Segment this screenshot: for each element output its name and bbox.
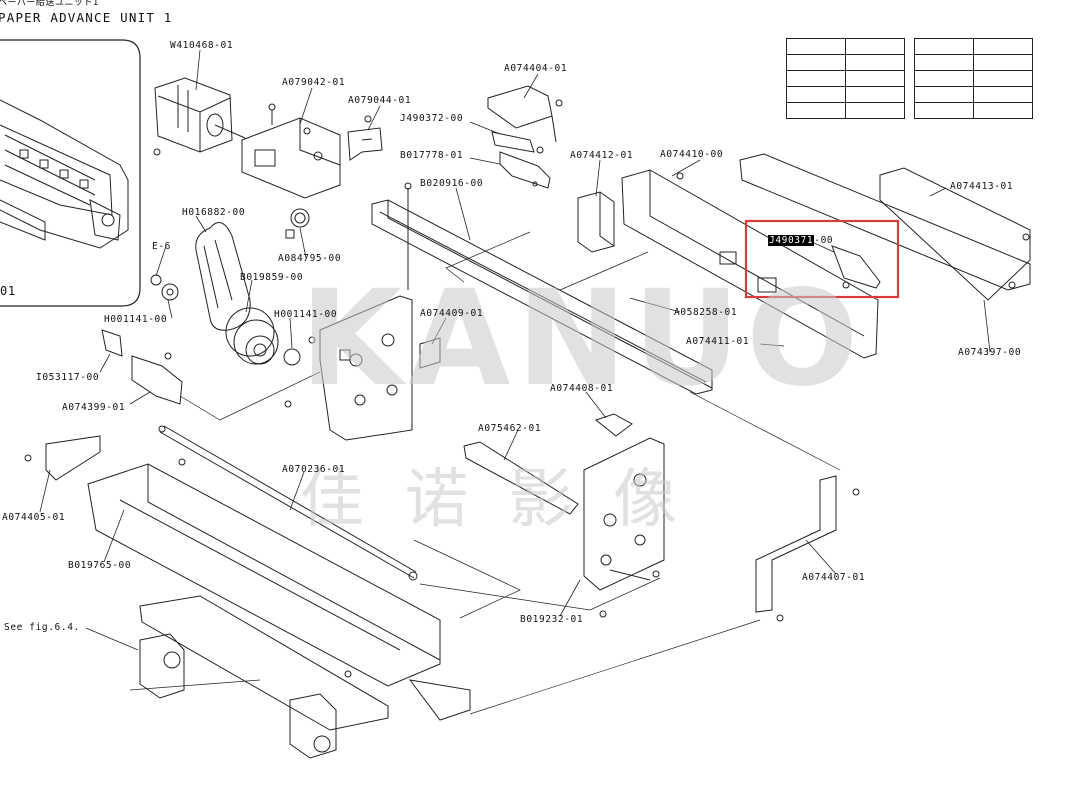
highlight-box [744,219,900,299]
top-plate [487,85,557,143]
sensor-plate [491,131,535,153]
small-box [577,191,615,253]
part-label: B017778-01 [400,150,464,161]
stepper-motor [153,77,246,156]
page-title: PAPER ADVANCE UNIT 1 [0,10,173,25]
part-label: A074412-01 [570,150,634,161]
highlighted-part-suffix: -00 [814,235,834,246]
lower-subassembly [139,595,389,759]
highlighted-part-label: J490371-00 [768,235,833,246]
part-label: A074411-01 [686,336,750,347]
part-label: I053117-00 [36,372,100,383]
gear-pulley [225,307,279,365]
part-label: H016882-00 [182,207,246,218]
bracket-clip [594,413,633,437]
part-label: B020916-00 [420,178,484,189]
part-label: H001141-00 [274,309,338,320]
left-side-plate [284,295,441,441]
part-label: A074407-01 [802,572,866,583]
leader-lines [39,49,991,651]
part-label: A084795-00 [278,253,342,264]
part-label: H001141-00 [104,314,168,325]
part-label: E-6 [152,241,171,252]
part-label: J490372-00 [400,113,464,124]
part-label: A074410-00 [660,149,724,160]
part-label: A074404-01 [504,63,568,74]
part-label: A079044-01 [348,95,412,106]
inset-label: 01 [0,284,16,298]
reference-table-left [786,38,905,119]
watermark-latin: KANUO [300,262,865,416]
sensor-holder [101,329,123,357]
l-bracket [755,475,837,613]
part-label: A074408-01 [550,383,614,394]
timing-belt [195,222,251,331]
part-label: A058258-01 [674,307,738,318]
part-label: A074405-01 [2,512,66,523]
long-rail [371,182,713,395]
part-label: B019765-00 [68,560,132,571]
part-label: A079042-01 [282,77,346,88]
guide-strip [463,441,579,515]
reference-table-right [914,38,1033,119]
highlighted-part-number: J490371 [768,235,815,246]
part-label: A074397-00 [958,347,1022,358]
part-label: A074413-01 [950,181,1014,192]
right-rail [739,153,1031,301]
bottom-frame [24,435,471,721]
part-label: A074399-01 [62,402,126,413]
assembly-lines [129,231,841,715]
shaft [159,425,417,579]
right-side-plate [583,437,665,618]
japanese-title-fragment: ペーパー給送ユニット1 [0,0,99,8]
watermark-cjk: 佳 诺 影 像 [300,463,688,537]
motor-bracket [241,103,341,199]
part-label: B019859-00 [240,272,304,283]
part-label: B019232-01 [520,614,584,625]
sensor-block [499,151,551,189]
small-bracket [347,127,383,161]
reference-note: See fig.6.4. [4,622,80,633]
part-label: A070236-01 [282,464,346,475]
part-label: A074409-01 [420,308,484,319]
part-label: W410468-01 [170,40,234,51]
part-label: A075462-01 [478,423,542,434]
inset-overview [0,39,141,307]
